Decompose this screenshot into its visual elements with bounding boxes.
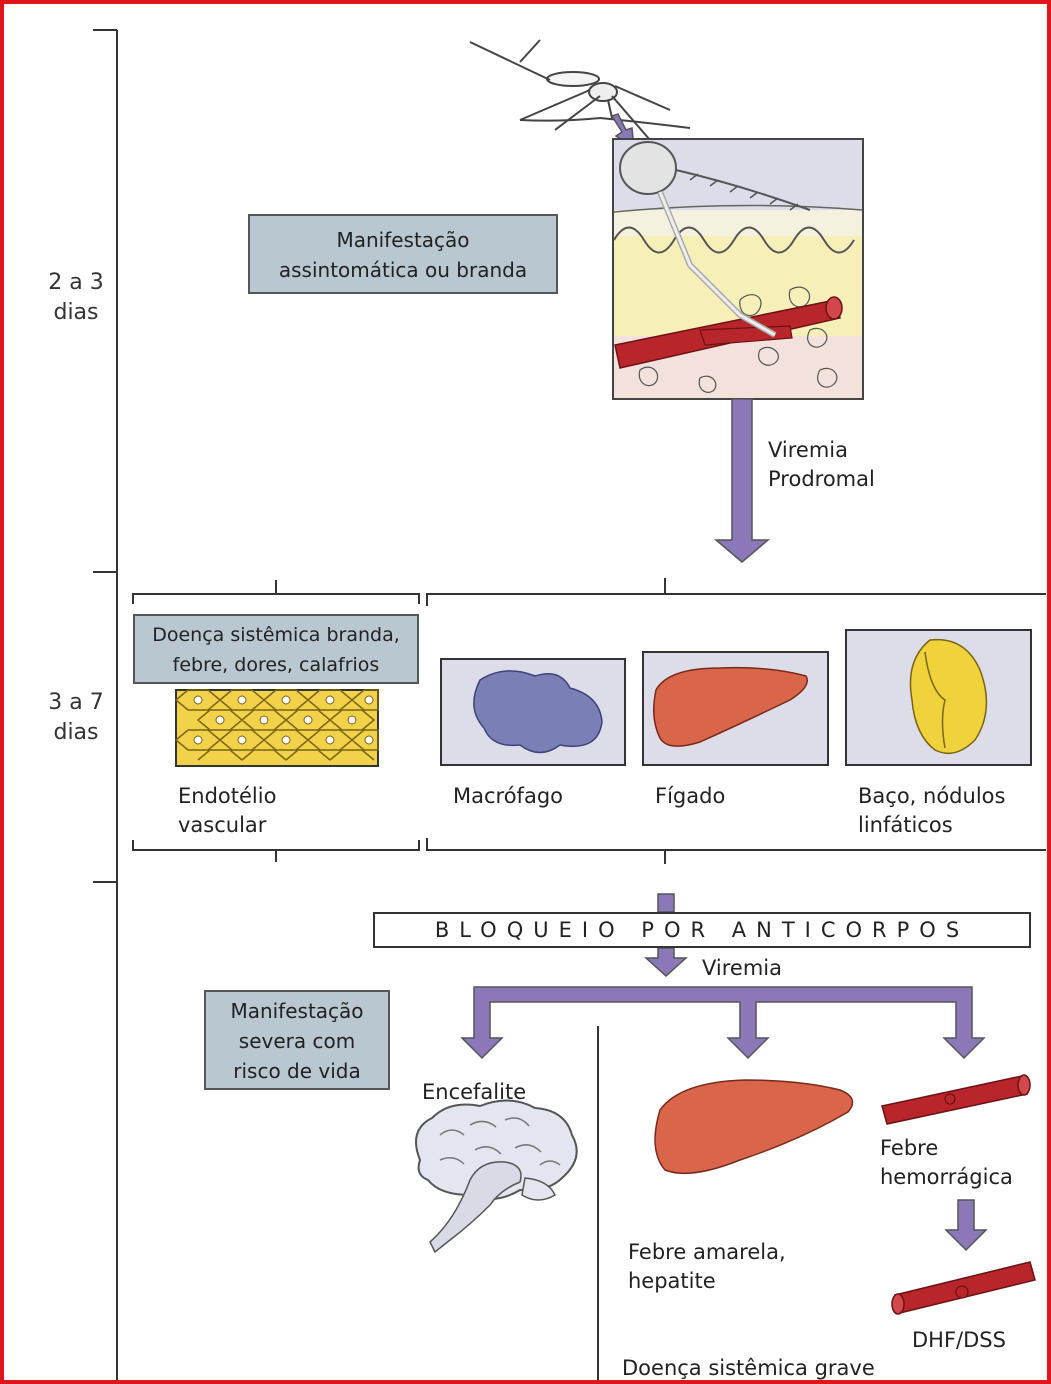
endothelium-illustration <box>176 690 378 766</box>
spleen-illustration <box>846 630 1031 765</box>
label-encephalitis: Encefalite <box>422 1078 526 1107</box>
liver-illustration <box>643 652 828 765</box>
label-yellow-fever: Febre amarela,hepatite <box>628 1238 786 1296</box>
label-dhf-dss: DHF/DSS <box>912 1326 1006 1355</box>
macrophage-illustration <box>441 659 625 765</box>
label-severe-systemic: Doença sistêmica grave <box>622 1354 875 1383</box>
antibody-block-banner: BLOQUEIO POR ANTICORPOS <box>373 912 1031 948</box>
dhf-arrow <box>946 1200 986 1250</box>
brain-illustration <box>416 1100 577 1252</box>
skin-cross-section <box>613 139 863 399</box>
liver-large-illustration <box>655 1080 852 1173</box>
label-macrophage: Macrófago <box>453 782 563 811</box>
branch-arrows <box>462 987 984 1058</box>
label-viremia: Viremia <box>702 954 782 983</box>
label-liver: Fígado <box>655 782 725 811</box>
vessel-hemorrhagic-illustration <box>882 1075 1030 1124</box>
viremia-prodromal-arrow <box>716 399 768 562</box>
box-systemic-mild: Doença sistêmica branda,febre, dores, ca… <box>133 614 419 684</box>
vessel-dhf-illustration <box>892 1262 1035 1314</box>
mosquito-illustration <box>470 40 690 140</box>
